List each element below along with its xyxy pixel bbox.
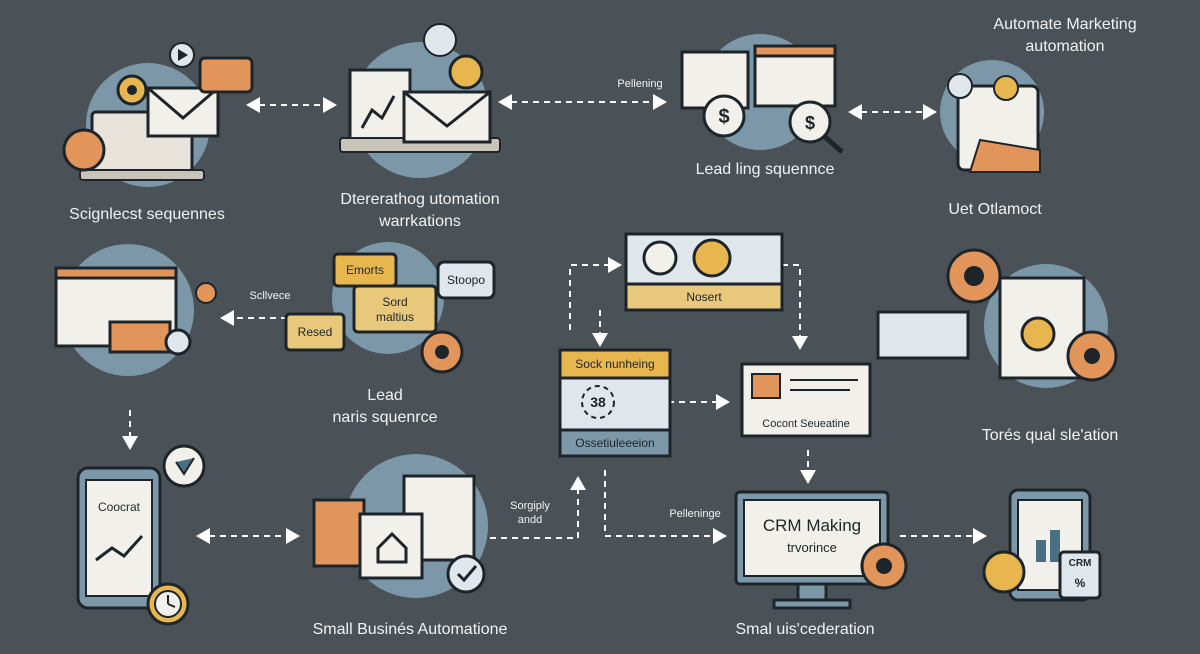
dollar-icon: $ [702,94,746,138]
node-crm-tablet [982,488,1102,602]
gear-icon [116,74,148,106]
crm-badge-bottom: % [1074,576,1086,590]
caption-lead: Lead [367,387,403,404]
node-crm-monitor [734,490,908,610]
crm-line1: CRM Making [762,516,862,535]
gear-icon [946,248,1002,304]
arrow-nosert-cocont [782,264,808,350]
magnifier-icon: $ [788,100,844,154]
nosert-label: Nosert [686,290,722,304]
crm-badge-top: CRM [1068,558,1092,569]
caption-small-celebration: Smal uis'cederation [735,621,875,638]
phone-coocrat: Coocrat [97,500,141,514]
node-sock-scroll [558,348,672,458]
node-conveniences [54,244,217,376]
corner-title: Automate Marketing automation [970,14,1160,58]
cocont-label: Cocont Seueatine [762,418,850,430]
node-lead-chat [284,242,496,374]
arrow-sock-crm [604,470,727,544]
caption-lead-sequence: Lead ling squennce [695,161,835,178]
arrow-sock-top [569,257,622,330]
svg-text:$: $ [718,106,729,128]
clock-icon [146,582,190,626]
caption-scripted-sequences: Scignlecst sequennes [69,206,225,223]
node-tores-gears [876,248,1118,388]
connector-label-sorgiply: Sorgiply [510,500,550,512]
caption-automation-line1: Dtererathog utomation [340,191,500,208]
gear-icon [420,330,464,374]
corner-title-line2: automation [1025,38,1105,55]
node-cocont [740,362,872,438]
node-small-business [312,454,488,598]
arrow-small-sock [490,476,586,539]
node-lead-browser: $ $ [680,34,844,154]
node-nosert [624,232,784,312]
check-icon [446,554,486,594]
node-phone [76,444,206,626]
crm-line2: trvorince [787,540,837,555]
caption-small-business: Small Businés Automatione [312,621,508,638]
sock-number: 38 [590,394,606,410]
connector-label-pelleninge: Pelleninge [669,508,721,520]
caption-tores: Torés qual sle'ation [981,427,1119,444]
bubble-sord-line1: Sord [382,295,408,309]
caption-uet: Uet Otlamoct [948,201,1042,218]
caption-automation-line2: warrkations [379,213,461,230]
play-icon [169,42,195,68]
connector-label-pellening: Pellening [617,78,663,90]
node-uet [940,60,1044,173]
gear-icon [860,542,908,590]
node-automation-docs [339,23,501,178]
bubble-stoopo: Stoopo [446,273,486,287]
gear-icon [1066,330,1118,382]
bubble-sord-line2: maltius [375,310,414,324]
bubble-emorts: Emorts [345,263,384,277]
caption-naris-sequence: naris squenrce [332,409,438,426]
node-email-laptop [62,42,254,187]
svg-text:$: $ [805,113,815,133]
sock-header: Sock nunheing [575,357,655,371]
sock-footer: Ossetiuleeeion [575,436,655,450]
connector-label-scllvece: Scllvece [249,290,291,302]
bubble-resed: Resed [297,325,333,339]
corner-title-line1: Automate Marketing [993,16,1137,33]
connector-label-andd: andd [517,514,543,526]
